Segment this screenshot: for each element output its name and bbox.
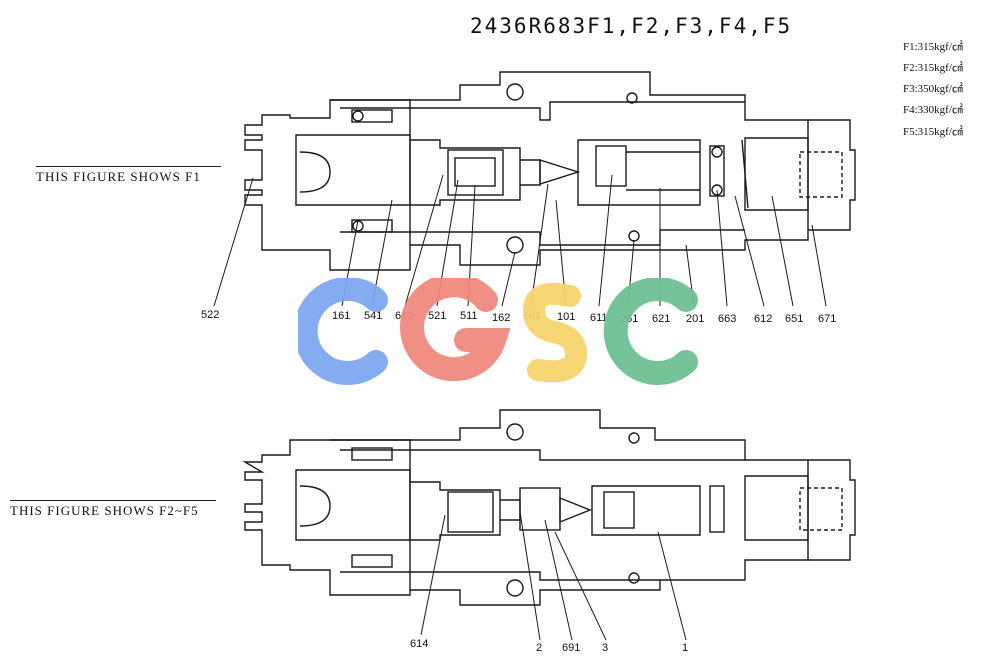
part-label: 201 (686, 313, 705, 325)
part-label: 101 (557, 311, 576, 323)
part-label: 541 (364, 310, 383, 322)
leader-lines-bottom (420, 511, 687, 641)
part-label: 651 (785, 313, 804, 325)
spec-f4: F4:330kgf/㎠ (903, 104, 963, 116)
part-label: 1 (682, 642, 689, 654)
part-label: 612 (754, 313, 773, 325)
caption-bottom: THIS FIGURE SHOWS F2~F5 (10, 500, 216, 519)
part-label: 511 (460, 310, 478, 322)
part-label: 3 (602, 642, 609, 654)
part-label: 611 (590, 312, 608, 324)
spec-f2: F2:315kgf/㎠ (903, 62, 963, 74)
part-label: 614 (410, 638, 429, 650)
valve-section-top (244, 71, 856, 271)
caption-top: THIS FIGURE SHOWS F1 (36, 166, 221, 185)
spec-f3: F3:350kgf/㎠ (903, 83, 963, 95)
part-label: 691 (562, 642, 581, 654)
part-label: 671 (818, 313, 837, 325)
part-label: 2 (536, 642, 543, 654)
part-label: 621 (652, 313, 671, 325)
valve-section-bottom (242, 409, 856, 606)
part-label: 162 (492, 312, 511, 324)
part-label: 521 (428, 310, 447, 322)
part-label: 663 (718, 313, 737, 325)
spec-f5: F5:315kgf/㎠ (903, 126, 963, 138)
part-label: 522 (201, 309, 220, 321)
part-label: 161 (332, 310, 351, 322)
cgsc-watermark-logo (298, 278, 698, 385)
spec-f1: F1:315kgf/㎠ (903, 41, 963, 53)
drawing-title: 2436R683F1,F2,F3,F4,F5 (470, 14, 793, 38)
